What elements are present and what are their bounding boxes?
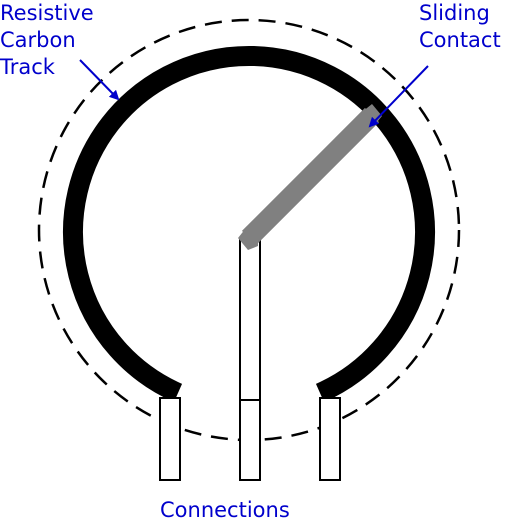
connections-label: Connections [160, 498, 290, 522]
track-label-line-3: Track [0, 55, 55, 79]
track-label-line-1: Resistive [0, 1, 94, 25]
resistive-carbon-track-label: Resistive Carbon Track [0, 0, 94, 81]
wiper-shaft [239, 239, 261, 401]
sliding-contact-arm [241, 107, 380, 246]
left-terminal [159, 397, 181, 481]
sliding-contact-label: Sliding Contact [419, 0, 501, 54]
center-terminal [239, 397, 261, 481]
contact-label-line-2: Contact [419, 28, 501, 52]
resistive-carbon-track [63, 46, 435, 403]
contact-pointer-arrow [368, 65, 429, 128]
track-pointer-arrow [79, 59, 120, 101]
right-terminal [319, 397, 341, 481]
contact-label-line-1: Sliding [419, 1, 490, 25]
track-label-line-2: Carbon [0, 28, 76, 52]
wiper-pivot [238, 228, 258, 250]
